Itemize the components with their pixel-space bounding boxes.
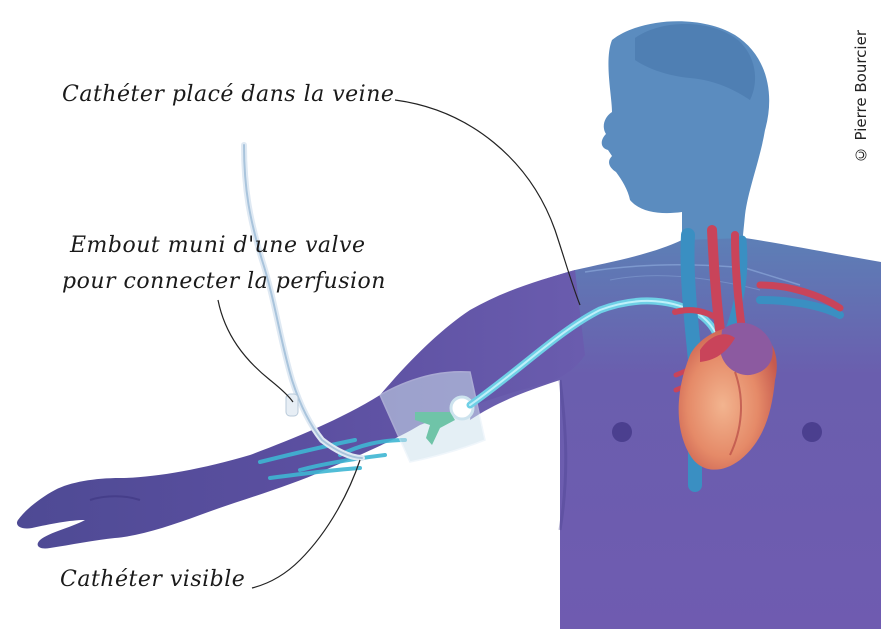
credit-container: © Pierre Bourcier bbox=[852, 30, 874, 240]
nipple-left bbox=[612, 422, 632, 442]
connector bbox=[286, 394, 298, 416]
label-catheter-in-vein: Cathéter placé dans la veine bbox=[62, 82, 394, 107]
callout-catheter-vein bbox=[395, 100, 580, 305]
head bbox=[602, 21, 769, 250]
label-valve-line1: Embout muni d'une valve bbox=[70, 233, 366, 258]
label-visible-catheter: Cathéter visible bbox=[60, 567, 245, 592]
external-tubing bbox=[244, 145, 362, 458]
nipple-right bbox=[802, 422, 822, 442]
label-valve-line2: pour connecter la perfusion bbox=[62, 269, 386, 294]
photo-credit: © Pierre Bourcier bbox=[852, 30, 870, 163]
